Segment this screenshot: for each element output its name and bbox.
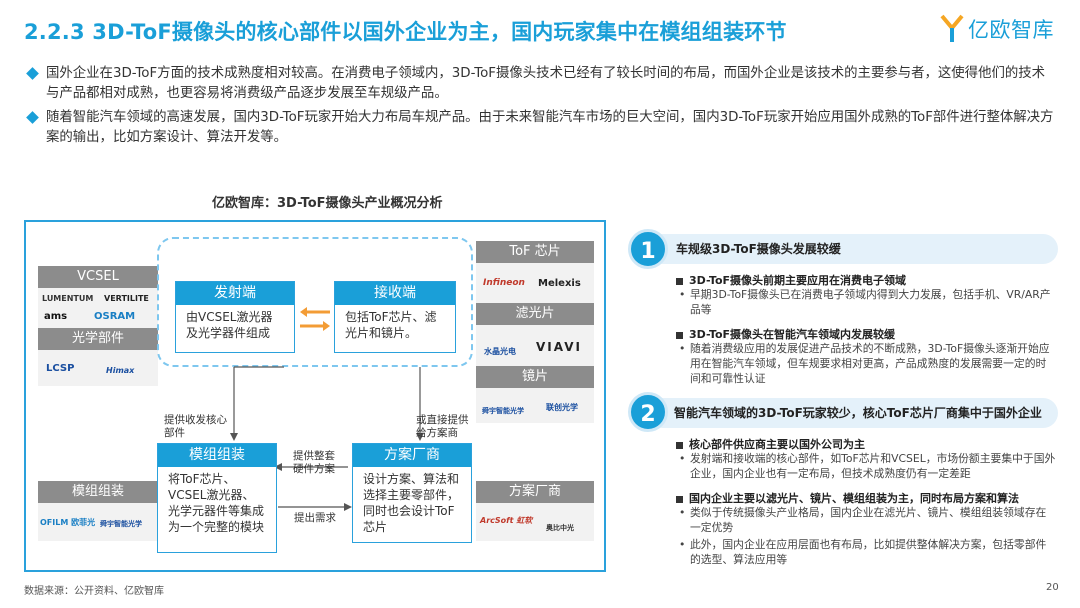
section1-sub1: 3D-ToF摄像头前期主要应用在消费电子领域: [676, 272, 906, 288]
bullet-text: 随着智能汽车领域的高速发展，国内3D-ToF玩家开始大力布局车规产品。由于未来智…: [46, 110, 1054, 145]
diamond-bullet-icon: [26, 111, 39, 124]
module-assembly-header: 模组组装: [38, 481, 158, 503]
bullet-item: 国外企业在3D-ToF方面的技术成熟度相对较高。在消费电子领域内，3D-ToF摄…: [24, 64, 1054, 104]
section2-number: 2: [628, 392, 668, 432]
section1-sub2: 3D-ToF摄像头在智能汽车领域内发展较缓: [676, 326, 895, 342]
vcsel-header: VCSEL: [38, 266, 158, 288]
brand-name: 亿欧智库: [968, 18, 1054, 42]
section1-detail1: •早期3D-ToF摄像头已在消费电子领域内得到大力发展，包括手机、VR/AR产品…: [679, 288, 1051, 316]
right-supplier-panel: [476, 241, 594, 423]
diagram-title: 亿欧智库：3D-ToF摄像头产业概况分析: [212, 196, 443, 211]
assembly-title: 模组组装: [158, 444, 276, 467]
core-parts-group: [157, 237, 473, 367]
bullet-item: 随着智能汽车领域的高速发展，国内3D-ToF玩家开始大力布局车规产品。由于未来智…: [24, 108, 1054, 148]
brand-logo: 亿欧智库: [940, 14, 1054, 44]
section2-header: 智能汽车领域的3D-ToF玩家较少，核心ToF芯片厂商集中于国外企业: [648, 398, 1058, 428]
exchange-arrows-icon: [300, 307, 330, 331]
source-note: 数据来源：公开资料、亿欧智库: [24, 586, 164, 597]
assembly-box: 模组组装 将ToF芯片、VCSEL激光器、光学元器件等集成为一个完整的模块: [157, 443, 277, 553]
diagram-frame: [24, 220, 606, 572]
orbbec-logo: 奥比中光: [546, 524, 574, 532]
section1-header: 车规级3D-ToF摄像头发展较缓: [648, 234, 1058, 264]
section2-detail2: •类似于传统摄像头产业格局，国内企业在滤光片、镜片、模组组装领域存在一定优势: [679, 506, 1047, 534]
vendor-title: 方案厂商: [353, 444, 471, 467]
vendor-box: 方案厂商 设计方案、算法和选择主要零部件，同时也会设计ToF芯片: [352, 443, 472, 543]
sunny-optical-logo: 舜宇智能光学: [100, 520, 142, 528]
page-number: 20: [1046, 582, 1059, 593]
emitter-title: 发射端: [176, 282, 294, 305]
section1-number: 1: [628, 229, 668, 269]
provide-core-label: 提供收发核心部件: [164, 414, 227, 439]
bullet-text: 国外企业在3D-ToF方面的技术成熟度相对较高。在消费电子领域内，3D-ToF摄…: [46, 66, 1046, 101]
section2-sub2: 国内企业主要以滤光片、镜片、模组组装为主，同时布局方案和算法: [676, 490, 1019, 506]
emitter-body: 由VCSEL激光器及光学器件组成: [186, 310, 273, 340]
bullet-list: 国外企业在3D-ToF方面的技术成熟度相对较高。在消费电子领域内，3D-ToF摄…: [24, 64, 1054, 152]
receiver-box: 接收端 包括ToF芯片、滤光片和镜片。: [334, 281, 456, 353]
propose-need-label: 提出需求: [294, 512, 336, 524]
lcsp-logo: LCSP: [46, 363, 75, 374]
solution-vendor-header: 方案厂商: [476, 481, 594, 503]
emitter-box: 发射端 由VCSEL激光器及光学器件组成: [175, 281, 295, 353]
page-title: 2.2.3 3D-ToF摄像头的核心部件以国外企业为主，国内玩家集中在模组组装环…: [24, 20, 787, 44]
diamond-bullet-icon: [26, 67, 39, 80]
receiver-body: 包括ToF芯片、滤光片和镜片。: [345, 310, 437, 340]
section2-detail1: •发射端和接收端的核心部件，如ToF芯片和VCSEL，市场份额主要集中于国外企业…: [679, 452, 1056, 480]
section1-detail2: •随着消费级应用的发展促进产品技术的不断成熟，3D-ToF摄像头逐渐开始应用在智…: [679, 342, 1050, 385]
receiver-title: 接收端: [335, 282, 455, 305]
section2-detail3: •此外，国内企业在应用层面也有布局，比如提供整体解决方案，包括零部件的选型、算法…: [679, 538, 1047, 566]
lianchuang-logo: 联创光学: [546, 403, 578, 412]
filter-header: 滤光片: [476, 303, 594, 325]
infineon-logo: Infineon: [483, 278, 525, 288]
ams-logo: ams: [44, 311, 68, 322]
provide-solution-label: 提供整套硬件方案: [293, 450, 335, 475]
crystal-optech-logo: 水晶光电: [484, 347, 516, 356]
direct-provide-label: 或直接提供给方案商: [416, 414, 469, 439]
optics-header: 光学部件: [38, 328, 158, 350]
sunny-optical-lens-logo: 舜宇智能光学: [482, 407, 524, 415]
vendor-body: 设计方案、算法和选择主要零部件，同时也会设计ToF芯片: [363, 472, 460, 534]
melexis-logo: Melexis: [538, 278, 581, 289]
assembly-body: 将ToF芯片、VCSEL激光器、光学元器件等集成为一个完整的模块: [168, 472, 265, 534]
arcsoft-logo: ArcSoft 虹软: [480, 516, 533, 525]
vertilite-logo: VERTILITE: [104, 294, 149, 303]
lumentum-logo: LUMENTUM: [42, 294, 94, 303]
connector-lines: [230, 366, 424, 511]
tof-chip-header: ToF 芯片: [476, 241, 594, 263]
ofilm-logo: OFILM 欧菲光: [40, 518, 96, 527]
osram-logo: OSRAM: [94, 311, 136, 322]
himax-logo: Himax: [106, 366, 135, 375]
brand-mark-icon: [940, 14, 964, 44]
viavi-logo: VIAVI: [536, 340, 582, 354]
section2-sub1: 核心部件供应商主要以国外公司为主: [676, 436, 865, 452]
lens-header: 镜片: [476, 366, 594, 388]
